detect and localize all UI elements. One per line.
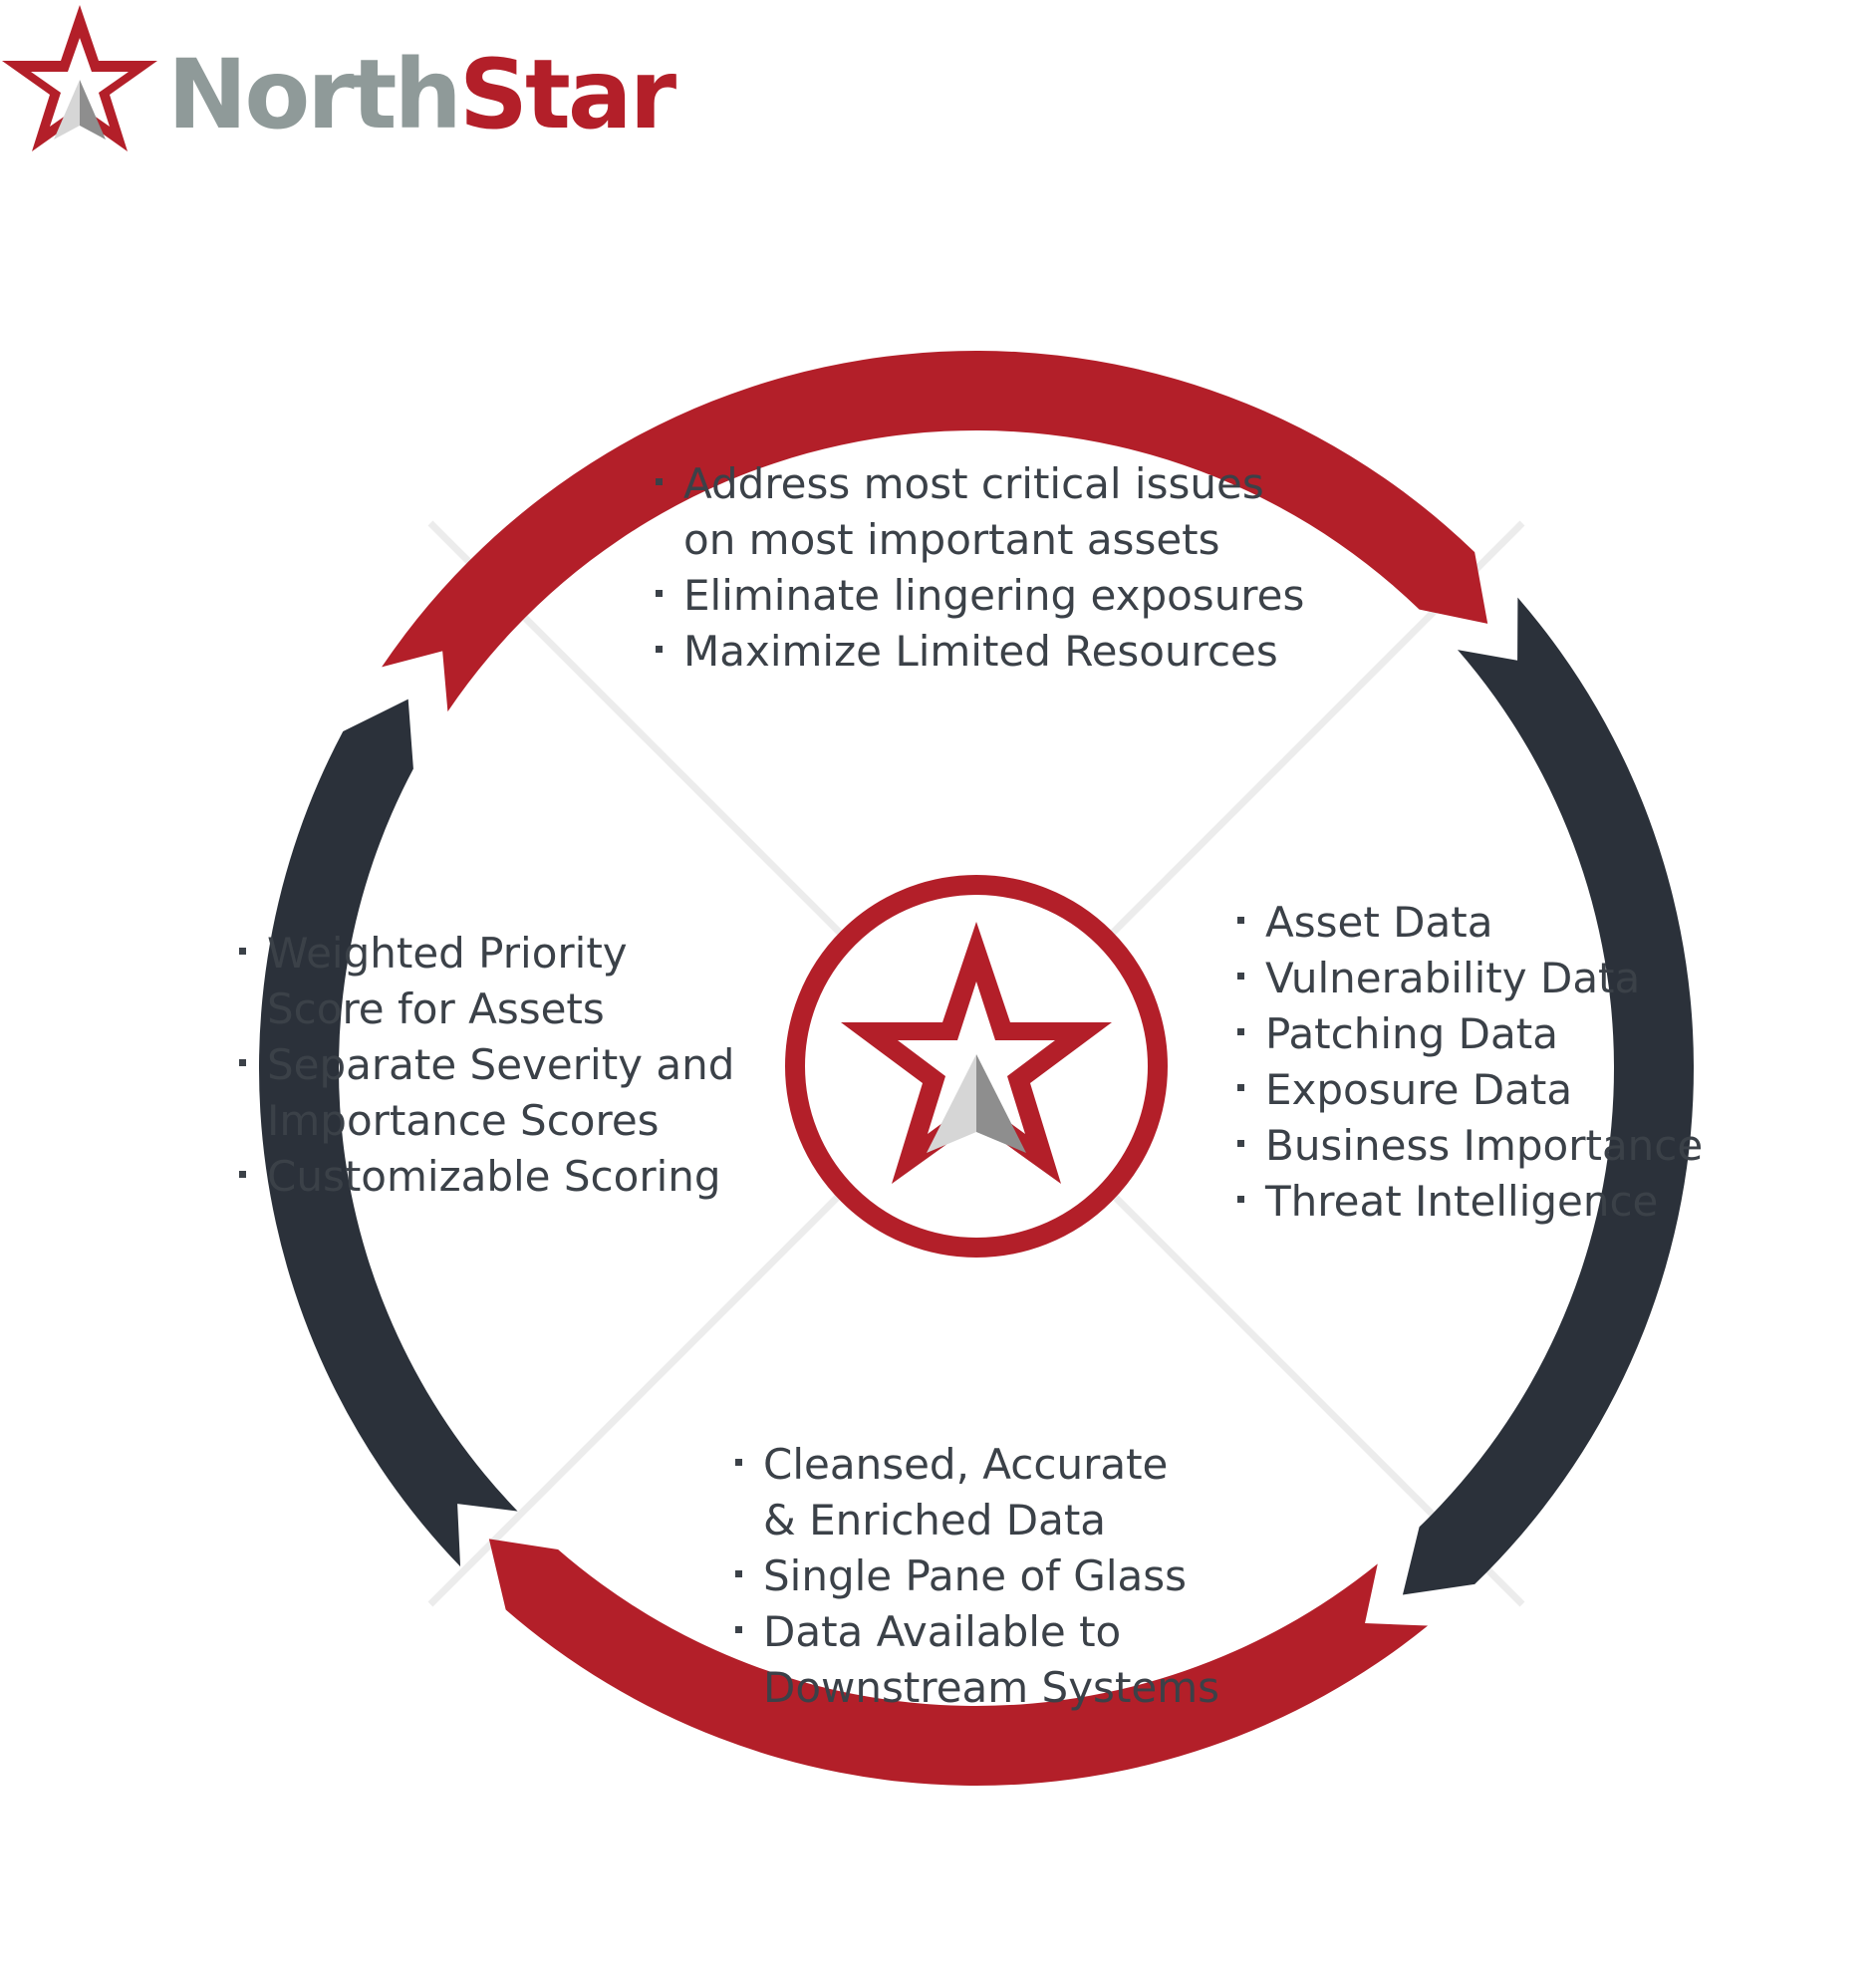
bullet-text-line: Maximize Limited Resources xyxy=(683,627,1278,676)
center-arrow-right xyxy=(976,1054,1026,1153)
center-arrow-left xyxy=(927,1054,976,1153)
bullet-text-line: Threat Intelligence xyxy=(1264,1177,1658,1226)
bullet-marker xyxy=(1237,1140,1244,1147)
bullet-text-line: Separate Severity and xyxy=(267,1040,734,1089)
bullet-marker xyxy=(735,1459,742,1466)
bullet-marker xyxy=(1237,973,1244,980)
bullet-marker xyxy=(656,646,663,653)
bullet-marker xyxy=(735,1626,742,1633)
cycle-arc-left xyxy=(259,699,518,1567)
bullet-marker xyxy=(239,1059,246,1066)
logo-word-star: Star xyxy=(459,39,677,150)
logo-word-north: North xyxy=(167,39,459,150)
bullet-marker xyxy=(656,478,663,485)
bullet-text-line: Eliminate lingering exposures xyxy=(683,571,1304,620)
bullet-text-line: Cleansed, Accurate xyxy=(763,1440,1168,1489)
center-star-emblem-icon xyxy=(785,875,1168,1258)
bullet-text-line: Importance Scores xyxy=(267,1096,660,1145)
quadrant-top-list: Address most critical issues on most impo… xyxy=(656,459,1304,676)
logo-wordmark: NorthStar xyxy=(167,39,677,150)
divider-bottom-left xyxy=(427,1180,855,1607)
bullet-text-line: Score for Assets xyxy=(267,984,605,1033)
bullet-text-line: Single Pane of Glass xyxy=(763,1551,1187,1600)
cycle-arc-bottom xyxy=(488,1539,1429,1786)
bullet-marker xyxy=(1237,1084,1244,1091)
bullet-text-line: Data Available to xyxy=(763,1607,1121,1656)
bullet-text-line: & Enriched Data xyxy=(763,1496,1106,1545)
bullet-marker xyxy=(1237,1196,1244,1203)
bullet-text-line: Business Importance xyxy=(1265,1121,1703,1170)
bullet-text-line: on most important assets xyxy=(683,515,1220,564)
bullet-text-line: Downstream Systems xyxy=(763,1663,1219,1712)
cycle-arc-right xyxy=(1402,597,1695,1595)
logo-star-arrow-left xyxy=(54,80,80,140)
bullet-text-line: Weighted Priority xyxy=(267,929,628,978)
bullet-text-line: Exposure Data xyxy=(1265,1065,1572,1114)
bullet-text-line: Vulnerability Data xyxy=(1265,954,1640,1002)
bullet-text-line: Address most critical issues xyxy=(683,459,1264,508)
northstar-logo: NorthStar xyxy=(2,5,680,151)
quadrant-bottom-list: Cleansed, Accurate & Enriched DataSingle … xyxy=(735,1440,1219,1712)
bullet-marker xyxy=(239,1171,246,1178)
bullet-marker xyxy=(1237,1028,1244,1035)
bullet-text-line: Patching Data xyxy=(1265,1009,1558,1058)
bullet-marker xyxy=(1237,917,1244,924)
bullet-text-line: Customizable Scoring xyxy=(267,1152,721,1201)
bullet-marker xyxy=(735,1570,742,1577)
cycle-ring xyxy=(259,350,1695,1786)
logo-star-arrow-right xyxy=(80,80,106,140)
bullet-marker xyxy=(656,590,663,597)
cycle-label-bottom: VISIBILITY xyxy=(784,1814,1169,1903)
cycle-arc-top xyxy=(382,350,1488,712)
cycle-label-left: PRIORITIZED REMEDIATION xyxy=(40,585,278,1552)
bullet-text-line: Asset Data xyxy=(1265,898,1492,947)
bullet-marker xyxy=(239,948,246,955)
northstar-star-icon xyxy=(2,5,157,151)
